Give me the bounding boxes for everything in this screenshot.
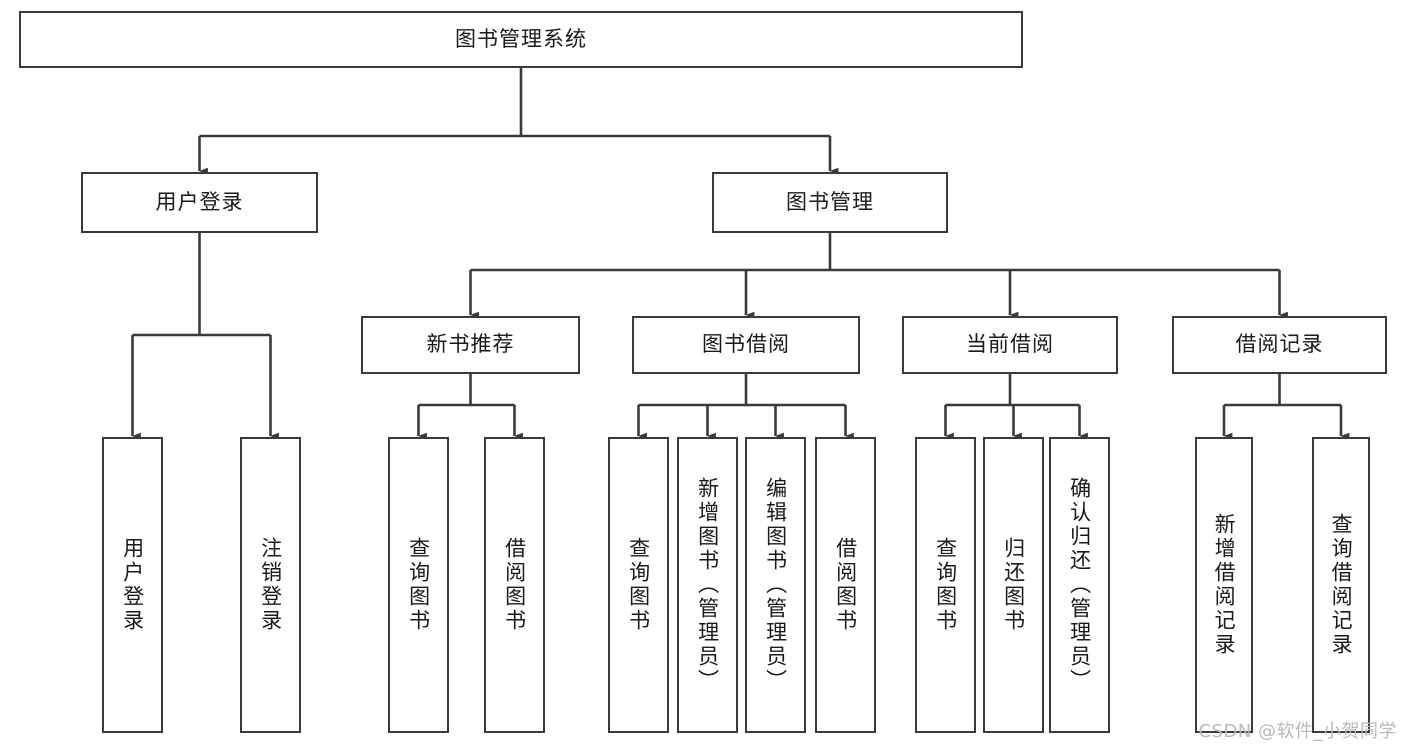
node-leaf-borrow-book-1[interactable]: 借阅图书 [484,437,545,733]
node-leaf-edit-book[interactable]: 编辑图书（管理员） [745,437,806,733]
node-label: 查询借阅记录 [1329,513,1354,657]
node-label: 借阅记录 [1235,332,1324,357]
node-label: 借阅图书 [502,537,527,633]
node-leaf-confirm-return[interactable]: 确认归还（管理员） [1049,437,1110,733]
node-leaf-borrow-book-2[interactable]: 借阅图书 [815,437,876,733]
node-root[interactable]: 图书管理系统 [19,11,1023,68]
node-book-manage[interactable]: 图书管理 [712,172,948,233]
node-label: 用户登录 [120,537,145,633]
node-new-book-rec[interactable]: 新书推荐 [361,316,580,374]
node-user-login[interactable]: 用户登录 [81,172,318,233]
node-leaf-user-login[interactable]: 用户登录 [102,437,163,733]
node-label: 用户登录 [155,189,244,214]
node-label: 编辑图书（管理员） [763,477,788,693]
node-label: 新书推荐 [426,332,515,357]
node-borrow-record[interactable]: 借阅记录 [1172,316,1387,374]
node-label: 借阅图书 [833,537,858,633]
node-label: 图书借阅 [702,332,790,357]
node-leaf-logout[interactable]: 注销登录 [240,437,301,733]
node-label: 新增借阅记录 [1212,513,1237,657]
node-leaf-query-book-2[interactable]: 查询图书 [608,437,669,733]
node-label: 图书管理系统 [455,26,587,51]
node-leaf-query-book-1[interactable]: 查询图书 [388,437,449,733]
node-label: 新增图书（管理员） [695,477,720,693]
node-leaf-add-book[interactable]: 新增图书（管理员） [677,437,738,733]
node-book-borrow[interactable]: 图书借阅 [632,316,860,374]
node-label: 归还图书 [1001,537,1026,633]
node-label: 查询图书 [933,537,958,633]
node-label: 查询图书 [406,537,431,633]
node-label: 确认归还（管理员） [1067,477,1092,693]
node-leaf-query-book-3[interactable]: 查询图书 [915,437,976,733]
node-label: 图书管理 [786,189,874,214]
node-leaf-query-record[interactable]: 查询借阅记录 [1312,437,1370,733]
node-label: 当前借阅 [966,332,1054,357]
watermark-text: CSDN @软件_小贺同学 [1198,721,1397,742]
node-leaf-add-record[interactable]: 新增借阅记录 [1195,437,1253,733]
node-leaf-return-book[interactable]: 归还图书 [983,437,1044,733]
node-label: 查询图书 [626,537,651,633]
node-current-borrow[interactable]: 当前借阅 [902,316,1118,374]
node-label: 注销登录 [258,537,283,633]
